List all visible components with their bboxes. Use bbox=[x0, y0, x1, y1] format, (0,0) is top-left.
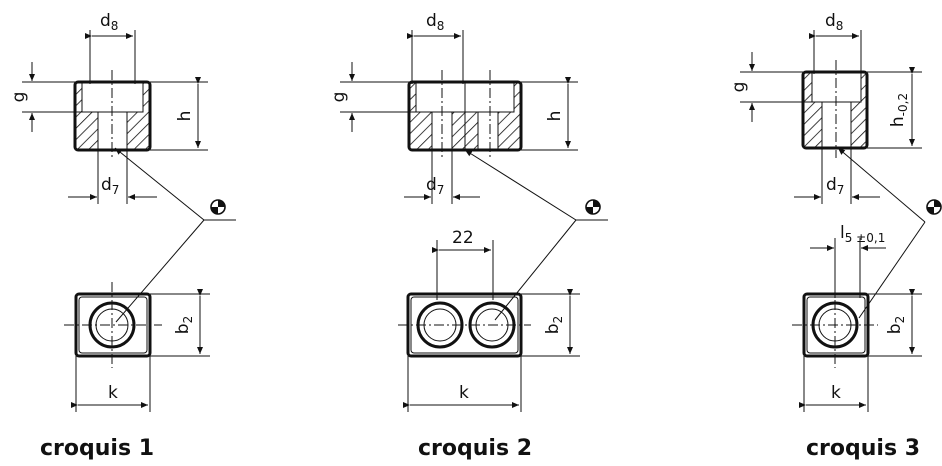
sketch-2-b2-dimension: b2 bbox=[521, 289, 580, 357]
sketch-2-top-view bbox=[398, 292, 531, 358]
sketch-3-k-dimension: k bbox=[799, 356, 869, 412]
sketch-2-side-view bbox=[407, 70, 523, 160]
sketch-3-h-label: h-0,2 bbox=[888, 93, 910, 127]
sketch-3-b2-label: b2 bbox=[885, 316, 907, 334]
sketch-1-d8-dimension: d8 bbox=[85, 11, 136, 84]
sketch-3-leader bbox=[837, 147, 942, 319]
sketch-3-g-label: g bbox=[729, 82, 749, 93]
sketch-2-d7-label: d7 bbox=[426, 175, 444, 197]
sketch-2-reference-symbol bbox=[585, 199, 601, 215]
sketch-3-reference-symbol bbox=[926, 199, 942, 215]
sketch-1-b2-dimension: b2 bbox=[150, 289, 210, 357]
sketch-2-k-dimension: k bbox=[403, 356, 522, 412]
sketch-1-side-view bbox=[73, 70, 152, 160]
sketch-1-reference-symbol bbox=[210, 199, 226, 215]
sketch-2-leader bbox=[464, 149, 608, 321]
sketch-1-k-label: k bbox=[108, 383, 118, 403]
sketch-3-side-view bbox=[801, 60, 869, 158]
sketch-1-g-dimension: g bbox=[9, 62, 82, 132]
sketch-3-g-dimension: g bbox=[729, 52, 812, 122]
sketch-3-d8-dimension: d8 bbox=[809, 11, 862, 74]
sketch-2-d7-dimension: d7 bbox=[404, 150, 480, 204]
sketch-2-h-label: h bbox=[545, 111, 565, 122]
sketch-2-g-dimension: g bbox=[329, 62, 416, 132]
sketch-3-top-view bbox=[792, 282, 878, 368]
sketch-2-g-label: g bbox=[329, 92, 349, 103]
sketch-2: d8 g h d7 22 bbox=[329, 11, 608, 461]
sketch-3-d7-label: d7 bbox=[826, 175, 844, 197]
sketch-2-h-dimension: h bbox=[521, 77, 578, 151]
sketch-1-b2-label: b2 bbox=[173, 316, 195, 334]
sketch-3-d7-dimension: d7 bbox=[794, 148, 880, 204]
sketch-1-d7-dimension: d7 bbox=[68, 150, 157, 204]
sketch-1-d7-label: d7 bbox=[101, 175, 119, 197]
sketch-1-caption: croquis 1 bbox=[40, 436, 154, 461]
sketch-3-h-dimension: h-0,2 bbox=[867, 67, 922, 149]
sketch-1-leader bbox=[114, 147, 236, 323]
sketch-1-h-dimension: h bbox=[150, 77, 208, 151]
sketch-1: d8 g h d7 bbox=[9, 11, 236, 461]
sketch-3-b2-dimension: b2 bbox=[868, 289, 922, 357]
sketch-1-top-view bbox=[64, 282, 162, 368]
sketch-3: d8 g h-0,2 d7 l5 ±0,1 bbox=[729, 11, 942, 461]
sketch-2-d8-dimension: d8 bbox=[407, 11, 464, 84]
sketch-3-d8-label: d8 bbox=[825, 11, 843, 33]
sketch-2-k-label: k bbox=[459, 383, 469, 403]
sketch-1-k-dimension: k bbox=[71, 356, 151, 412]
sketch-2-b2-label: b2 bbox=[543, 316, 565, 334]
sketch-3-l5-label: l5 ±0,1 bbox=[840, 223, 885, 245]
sketch-3-l5-dimension: l5 ±0,1 bbox=[810, 223, 886, 298]
sketch-2-caption: croquis 2 bbox=[418, 436, 532, 461]
sketch-3-k-label: k bbox=[831, 383, 841, 403]
sketch-1-g-label: g bbox=[9, 92, 29, 103]
sketch-2-spacing-label: 22 bbox=[452, 228, 474, 248]
sketch-3-caption: croquis 3 bbox=[806, 436, 920, 461]
sketch-1-h-label: h bbox=[175, 111, 195, 122]
sketch-1-d8-label: d8 bbox=[100, 11, 118, 33]
sketch-2-spacing-dimension: 22 bbox=[432, 228, 494, 300]
sketch-2-d8-label: d8 bbox=[426, 11, 444, 33]
